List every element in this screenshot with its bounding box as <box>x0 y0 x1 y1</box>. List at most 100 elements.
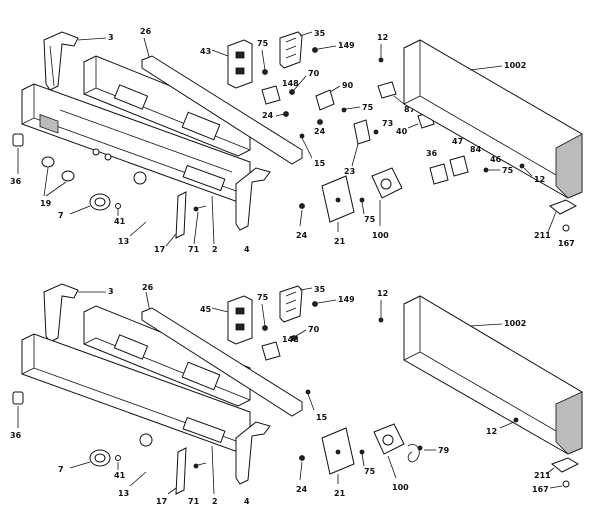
label-35: 35 <box>314 29 326 38</box>
label-75b: 75 <box>364 467 376 476</box>
label-24b: 24 <box>314 127 326 136</box>
label-21: 21 <box>334 489 346 498</box>
label-75d: 75 <box>364 215 376 224</box>
label-17: 17 <box>156 497 167 506</box>
label-75a: 75 <box>257 293 269 302</box>
label-41: 41 <box>114 217 126 226</box>
upper-assembly: 3 26 15 <box>10 27 583 254</box>
part-79-wire-harness <box>407 444 423 463</box>
label-12a: 12 <box>377 289 388 298</box>
label-70: 70 <box>308 69 320 78</box>
label-24c: 24 <box>296 231 308 240</box>
label-100: 100 <box>372 231 389 240</box>
part-148-clip <box>261 341 281 361</box>
label-7: 7 <box>58 211 64 220</box>
label-36: 36 <box>10 431 22 440</box>
part-23-bracket <box>353 119 371 145</box>
label-75a: 75 <box>257 39 269 48</box>
part-3-end-cap <box>43 31 79 91</box>
label-13: 13 <box>118 489 129 498</box>
part-35-switch <box>279 285 303 323</box>
label-24a: 24 <box>262 111 274 120</box>
label-46: 46 <box>490 155 502 164</box>
label-1002: 1002 <box>504 319 526 328</box>
part-7-knob <box>89 449 111 467</box>
label-7: 7 <box>58 465 64 474</box>
label-3: 3 <box>108 287 114 296</box>
label-148: 148 <box>282 79 299 88</box>
part-13-control-panel <box>21 83 251 203</box>
label-167: 167 <box>532 485 549 494</box>
label-12a: 12 <box>377 33 388 42</box>
label-87: 87 <box>404 105 415 114</box>
part-211-leveler <box>551 457 580 473</box>
part-21-circuit-board <box>321 175 355 223</box>
part-84-switch <box>429 155 469 185</box>
label-12b: 12 <box>534 175 545 184</box>
label-4: 4 <box>244 497 250 506</box>
part-45-bracket <box>227 295 253 345</box>
label-19: 19 <box>40 199 52 208</box>
label-21: 21 <box>334 237 346 246</box>
label-4: 4 <box>244 245 250 254</box>
label-47: 47 <box>452 137 463 146</box>
part-1002-backguard <box>403 295 583 455</box>
label-75c: 75 <box>502 166 514 175</box>
label-26: 26 <box>140 27 152 36</box>
label-2: 2 <box>212 497 218 506</box>
label-167: 167 <box>558 239 575 248</box>
label-1002: 1002 <box>504 61 526 70</box>
part-top-rail <box>141 307 303 417</box>
part-26-console-housing <box>83 305 251 407</box>
label-35: 35 <box>314 285 326 294</box>
part-top-rail <box>141 55 303 165</box>
part-36-knob <box>12 391 24 405</box>
label-17: 17 <box>154 245 165 254</box>
part-43-bracket <box>227 39 253 89</box>
label-84: 84 <box>470 145 482 154</box>
part-35-switch <box>279 31 303 69</box>
part-4-end-cap <box>235 167 271 231</box>
label-75b: 75 <box>362 103 374 112</box>
part-87-hinge <box>377 81 397 99</box>
label-71: 71 <box>188 245 200 254</box>
part-13-control-panel <box>21 333 251 453</box>
part-148-clip <box>261 85 281 105</box>
part-36-knob <box>12 133 24 147</box>
label-149: 149 <box>338 41 355 50</box>
label-15: 15 <box>314 159 326 168</box>
part-17-clip <box>175 191 187 239</box>
label-79: 79 <box>438 446 450 455</box>
label-211: 211 <box>534 231 551 240</box>
label-26: 26 <box>142 283 154 292</box>
part-100-timer <box>371 167 403 199</box>
label-36: 36 <box>10 177 22 186</box>
label-15: 15 <box>316 413 328 422</box>
label-12b: 12 <box>486 427 497 436</box>
label-100: 100 <box>392 483 409 492</box>
part-26-console-housing <box>83 55 251 157</box>
part-90-switch <box>315 89 335 111</box>
lower-assembly: 3 26 15 <box>10 283 583 506</box>
label-45: 45 <box>200 305 212 314</box>
label-149: 149 <box>338 295 355 304</box>
label-148: 148 <box>282 335 299 344</box>
part-3-end-cap <box>43 283 79 343</box>
label-43: 43 <box>200 47 211 56</box>
part-1002-backguard <box>403 39 583 199</box>
label-40: 40 <box>396 127 408 136</box>
label-71: 71 <box>188 497 200 506</box>
part-4-end-cap <box>235 421 271 485</box>
label-2: 2 <box>212 245 218 254</box>
label-24: 24 <box>296 485 308 494</box>
part-7-knob <box>89 193 111 211</box>
label-90: 90 <box>342 81 354 90</box>
part-17-clip <box>175 447 187 495</box>
label-23: 23 <box>344 167 355 176</box>
label-211: 211 <box>534 471 551 480</box>
label-36b: 36 <box>426 149 438 158</box>
part-19-knobs <box>41 156 75 182</box>
label-41: 41 <box>114 471 126 480</box>
part-211-leveler <box>549 199 578 215</box>
